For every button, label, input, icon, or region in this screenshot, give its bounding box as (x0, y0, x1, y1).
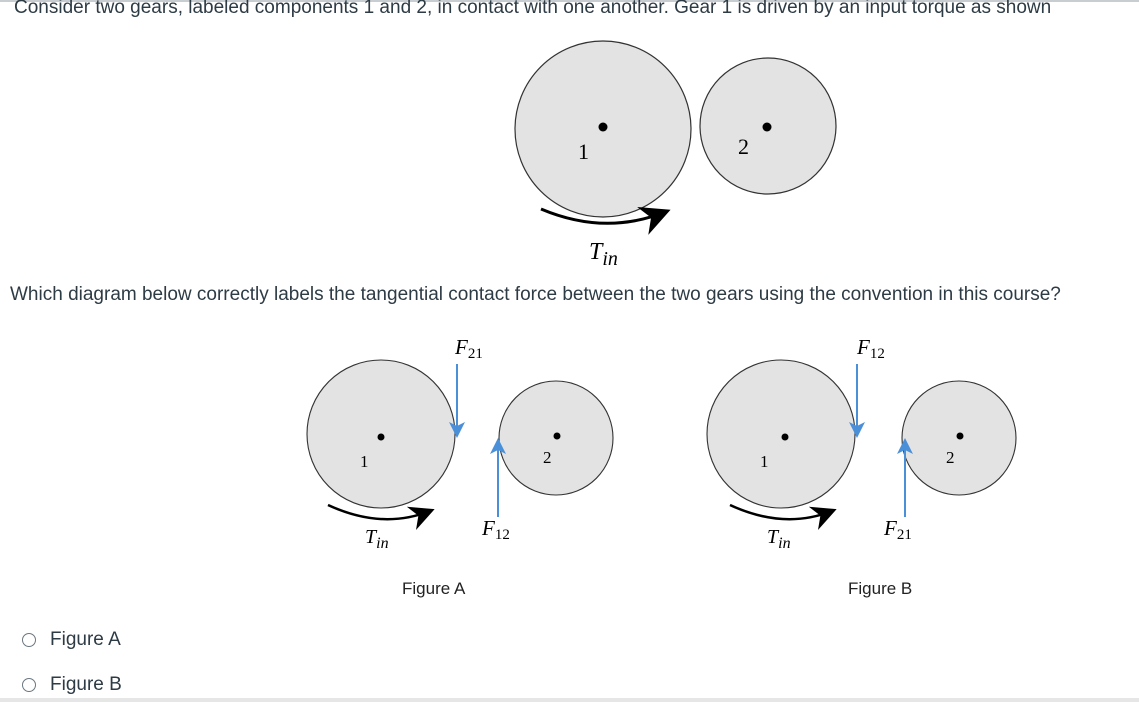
question-prompt: Which diagram below correctly labels the… (10, 284, 1061, 305)
gear-2-label: 2 (738, 134, 749, 159)
question-intro: Consider two gears, labeled components 1… (14, 0, 1052, 18)
figure-a-gear-1-label: 1 (360, 452, 369, 471)
figure-b-force-down-label: F12 (856, 335, 885, 362)
figure-b-force-up-label: F21 (883, 516, 912, 543)
figure-b-gear-1-label: 1 (760, 452, 769, 471)
top-gear-figure: 1 2 Tin (514, 40, 837, 270)
gear-2-center (762, 122, 772, 132)
figure-a-torque-label: Tin (365, 526, 389, 552)
figure-a-force-down-label: F21 (454, 335, 483, 362)
figure-a-force-up-label: F12 (481, 516, 510, 543)
radio-button-figure-a[interactable] (22, 633, 36, 647)
figure-a-torque-arrow (327, 503, 435, 530)
figure-b-torque-label: Tin (767, 526, 791, 552)
figure-a-gear-2-center (553, 432, 561, 440)
torque-label: Tin (589, 239, 618, 270)
figure-a-gear-1-center (377, 433, 385, 441)
figure-b-torque-arrow (729, 503, 837, 530)
figure-b-gear-1 (706, 359, 856, 509)
figure-b-gear-2-center (956, 432, 964, 440)
radio-button-figure-b[interactable] (22, 678, 36, 692)
answer-label-figure-a[interactable]: Figure A (50, 629, 121, 650)
gear-1-label: 1 (578, 139, 589, 164)
answer-label-figure-b[interactable]: Figure B (50, 674, 122, 695)
figure-a-gear-2-label: 2 (543, 448, 552, 467)
figure-b: 1 2 F12 F21 Tin Figure B (706, 335, 1017, 598)
figure-a: 1 2 F21 F12 Tin Figure A (306, 335, 614, 598)
answer-option-figure-b[interactable]: Figure B (22, 674, 122, 696)
bottom-divider (0, 698, 1139, 702)
figure-b-caption: Figure B (848, 579, 912, 598)
figure-b-gear-1-center (781, 433, 789, 441)
answer-option-figure-a[interactable]: Figure A (22, 629, 121, 651)
gear-1-center (598, 122, 608, 132)
torque-arrow (540, 206, 671, 235)
figure-b-gear-2-label: 2 (946, 448, 955, 467)
top-divider (0, 0, 1139, 2)
figure-a-caption: Figure A (402, 579, 466, 598)
